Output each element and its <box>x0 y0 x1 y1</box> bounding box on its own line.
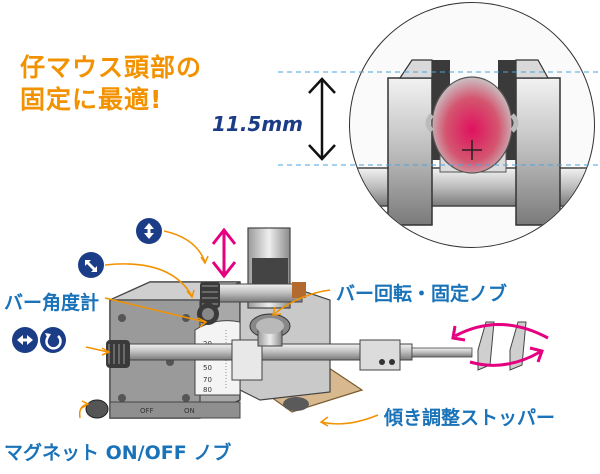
vertical-motion-arrow <box>211 227 237 279</box>
mouse-head <box>431 76 513 174</box>
diagonal-move-icon <box>78 252 104 278</box>
vertical-column <box>211 227 306 309</box>
horizontal-move-icon <box>12 327 38 353</box>
off-marking: OFF <box>140 407 154 415</box>
rotation-motion-arrow <box>451 323 549 367</box>
magnet-knob[interactable] <box>85 399 109 419</box>
scale-tick: 70 <box>203 376 212 384</box>
callout-pointers <box>78 230 379 427</box>
rotate-icon <box>40 327 66 353</box>
vertical-move-icon <box>136 218 162 244</box>
scale-tick: 50 <box>203 364 212 372</box>
bar-rotation-knob[interactable] <box>249 313 291 347</box>
height-knob[interactable] <box>200 282 220 308</box>
ear-bar-clamps <box>477 321 527 371</box>
callout-bar-angle-scale: バー角度計 <box>4 292 100 314</box>
dimension-label: 11.5mm <box>212 112 304 136</box>
angle-lock-knob[interactable] <box>197 303 219 325</box>
callout-bar-rotation-knob: バー回転・固定ノブ <box>336 283 508 305</box>
headline: 仔マウス頭部の 固定に最適! <box>20 52 202 116</box>
zoom-inset <box>349 2 595 248</box>
headline-line-2: 固定に最適! <box>20 85 163 114</box>
headline-line-1: 仔マウス頭部の <box>20 53 203 82</box>
callout-magnet-knob: マグネット ON/OFF ノブ <box>4 442 232 464</box>
dimension-arrow <box>308 77 336 161</box>
on-marking: ON <box>184 407 195 415</box>
scale-tick: 80 <box>203 386 212 394</box>
head-bar <box>117 339 473 381</box>
callout-tilt-stopper: 傾き調整ストッパー <box>384 407 556 429</box>
bar-slide-knob[interactable] <box>106 340 130 368</box>
